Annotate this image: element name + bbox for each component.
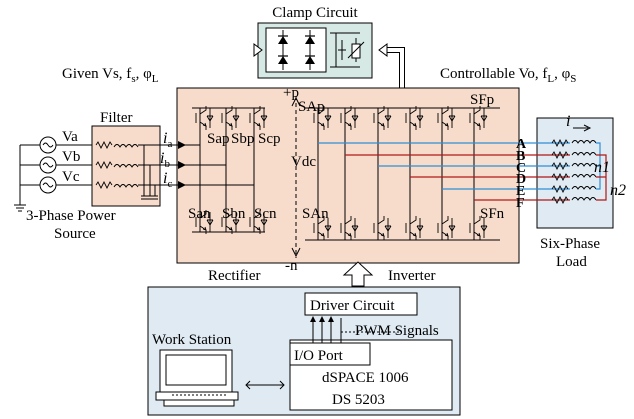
clamp-title: Clamp Circuit (272, 5, 358, 21)
dspace-label-2: DS 5203 (332, 392, 385, 408)
neutral-n1: n1 (594, 159, 610, 176)
switch-san: San (188, 206, 211, 222)
workstation-link (245, 380, 285, 390)
load-label-2: Load (556, 254, 587, 270)
workstation-icon (155, 349, 239, 407)
given-label: Given Vs, fs, φL (62, 66, 159, 85)
rectifier-label: Rectifier (208, 268, 260, 284)
current-ib: ib (160, 150, 170, 170)
switch-scp: Scp (258, 131, 281, 147)
switch-san-inv: SAn (302, 206, 329, 222)
driver-circuit-box (304, 292, 418, 316)
rectifier-legs (195, 105, 268, 235)
phase-va: Va (62, 129, 78, 145)
clamp-rc (338, 38, 365, 62)
load-phase-e: E (516, 184, 525, 199)
dspace-label-1: dSPACE 1006 (322, 370, 409, 386)
neutral-n2: n2 (610, 182, 626, 199)
driver-label: Driver Circuit (310, 298, 395, 314)
current-ic: ic (163, 170, 172, 190)
workstation-label: Work Station (152, 332, 232, 348)
switch-sbn: Sbn (222, 206, 246, 222)
load-label-1: Six-Phase (540, 236, 600, 252)
source-ground (14, 144, 40, 212)
dc-positive: +p (283, 85, 299, 101)
filter-components (95, 141, 160, 200)
switch-sfp: SFp (470, 92, 494, 108)
load-phase-f: F (516, 196, 525, 211)
dc-negative: -n (285, 258, 298, 274)
clamp-bridge (265, 27, 327, 73)
load-phase-c: C (516, 161, 526, 176)
pwm-label: PWM Signals (355, 323, 439, 339)
controllable-label: Controllable Vo, fL, φS (440, 66, 576, 85)
filter-label: Filter (100, 110, 133, 126)
switch-sap-inv: SAp (298, 99, 325, 115)
switch-sap: Sap (207, 131, 230, 147)
load-phase-b: B (516, 149, 525, 164)
source-label-1: 3-Phase Power (26, 208, 116, 224)
load-wires (318, 124, 607, 204)
switch-scn: Scn (254, 206, 277, 222)
load-phase-a: A (516, 137, 527, 152)
inverter-label: Inverter (388, 268, 435, 284)
arrow-to-clamp (253, 43, 263, 57)
switch-sfn: SFn (480, 206, 505, 222)
source-label-2: Source (54, 226, 96, 242)
current-ia: ia (163, 130, 172, 150)
io-label: I/O Port (294, 348, 344, 364)
arrow-from-clamp (378, 43, 388, 57)
load-phase-d: D (516, 172, 526, 187)
phase-vb: Vb (62, 149, 80, 165)
io-port-box (289, 342, 371, 366)
switch-sbp: Sbp (231, 131, 254, 147)
ac-sources (39, 136, 92, 194)
inverter-legs (313, 105, 488, 241)
dc-voltage: Vdc (291, 154, 316, 170)
converter-panel (176, 87, 520, 264)
load-current: i (566, 113, 570, 130)
clamp-diodes (277, 30, 360, 70)
filter-box (91, 125, 161, 207)
arrow-to-converter (342, 261, 374, 287)
phase-vc: Vc (62, 169, 80, 185)
